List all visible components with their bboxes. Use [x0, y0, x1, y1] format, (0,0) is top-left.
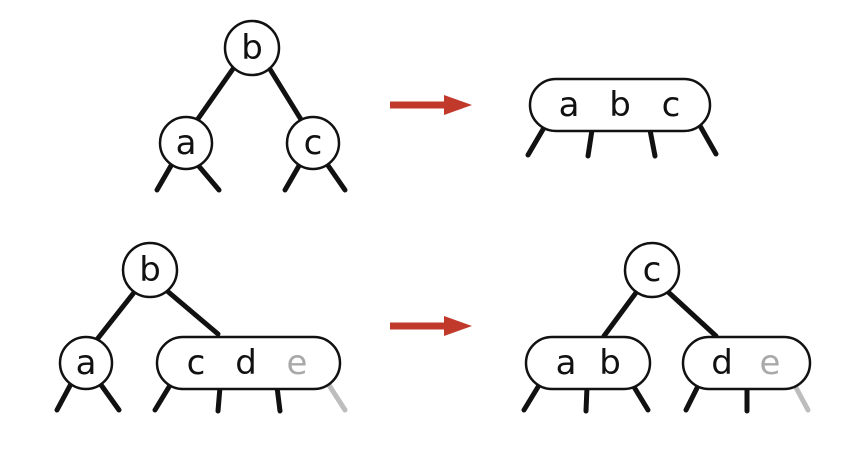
node-label: a — [76, 343, 97, 383]
edge-child-1 — [525, 123, 548, 158]
edge-a-right-child — [96, 379, 122, 413]
bottom-left-tree: b a c d e — [54, 241, 348, 414]
bottom-transform-arrow — [390, 316, 472, 336]
node-a-bottom-left: a — [58, 335, 114, 391]
edge-c-left-child — [282, 161, 303, 193]
bottom-right-tree: c a b d e — [521, 241, 812, 414]
key-b: b — [609, 85, 631, 125]
edge-ab-child-2 — [583, 384, 590, 414]
key-e: e — [287, 343, 308, 383]
node-label: b — [241, 28, 263, 68]
node-c-top-left: c — [285, 115, 341, 171]
edge-a-left-child — [54, 379, 75, 413]
node-a-top-left: a — [158, 115, 214, 171]
top-transform-arrow — [390, 95, 472, 115]
node-ab-bottom-right: a b — [524, 335, 652, 391]
edge-b-a — [92, 287, 139, 345]
edge-a-right-child — [194, 161, 222, 193]
edge-cde-child-4 — [324, 379, 348, 413]
key-b: b — [599, 343, 621, 383]
node-c-bottom-right: c — [623, 241, 681, 299]
node-label: c — [304, 123, 323, 163]
edge-child-4 — [696, 121, 719, 157]
node-label: b — [139, 250, 161, 290]
edge-c-ab — [601, 287, 641, 339]
key-a: a — [559, 85, 580, 125]
edge-b-cde — [163, 287, 221, 337]
edge-cde-child-2 — [215, 384, 223, 414]
key-a: a — [556, 343, 577, 383]
edge-b-a — [190, 63, 238, 129]
node-de-bottom-right: d e — [681, 335, 812, 391]
node-label: c — [643, 250, 662, 290]
top-right-node: a b c — [525, 77, 719, 159]
top-left-tree: b a c — [154, 19, 348, 193]
edge-ab-child-1 — [521, 379, 544, 413]
edge-child-3 — [647, 127, 658, 159]
node-cde-bottom-left: c d e — [155, 335, 342, 391]
edge-b-c — [265, 63, 308, 129]
edge-cde-child-3 — [274, 384, 283, 414]
node-b-top-left: b — [223, 19, 281, 77]
node-b-bottom-left: b — [121, 241, 179, 299]
edge-c-right-child — [324, 161, 348, 193]
edge-c-de — [663, 287, 719, 339]
edge-cde-child-1 — [152, 379, 175, 413]
edge-child-2 — [585, 127, 595, 159]
key-c: c — [187, 343, 206, 383]
four-node-shape — [528, 77, 712, 133]
key-d: d — [235, 343, 257, 383]
key-e: e — [760, 343, 781, 383]
key-d: d — [711, 343, 733, 383]
node-label: a — [176, 123, 197, 163]
edge-a-left-child — [154, 161, 175, 193]
key-c: c — [662, 85, 681, 125]
